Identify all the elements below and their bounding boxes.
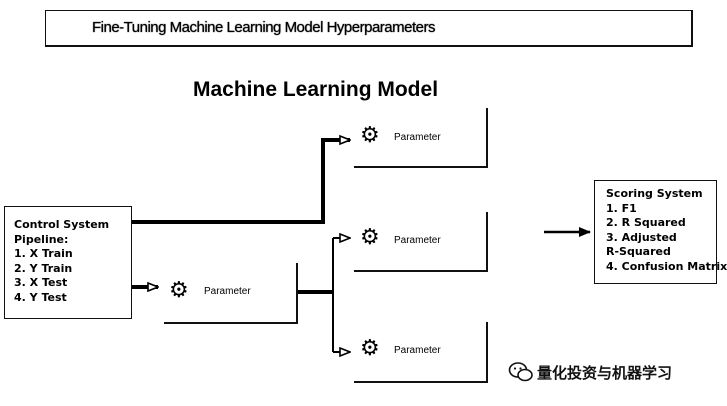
scoring-system-text: Scoring System 1. F1 2. R Squared 3. Adj…	[606, 187, 727, 274]
banner-title: Fine-Tuning Machine Learning Model Hyper…	[92, 19, 435, 36]
scoring-system-box	[594, 180, 717, 284]
control-line: 2. Y Train	[14, 261, 73, 275]
control-line: Control System	[14, 218, 110, 231]
control-line: 3. X Test	[14, 276, 68, 289]
parameter-box-left	[164, 263, 298, 324]
scoring-line: 3. Adjusted	[606, 230, 677, 244]
scoring-line: 1. F1	[606, 201, 637, 215]
title-banner	[45, 10, 693, 47]
parameter-label-middle: Parameter	[394, 235, 441, 246]
control-line: 4. Y Test	[14, 290, 67, 304]
parameter-box-middle	[354, 212, 488, 272]
gear-icon: ⚙	[360, 122, 380, 147]
parameter-label-bottom: Parameter	[394, 345, 441, 356]
gear-icon: ⚙	[360, 224, 380, 249]
connector-control-to-param-top	[132, 140, 350, 224]
parameter-label-left: Parameter	[204, 286, 251, 297]
control-system-box	[4, 206, 132, 319]
model-title: Machine Learning Model	[193, 78, 439, 101]
scoring-line: Scoring System	[606, 187, 703, 200]
gear-icon: ⚙	[360, 335, 380, 360]
control-line: 1. X Train	[14, 247, 73, 260]
control-line: Pipeline:	[14, 232, 69, 246]
scoring-line: 2. R Squared	[606, 216, 686, 229]
parameter-label-top: Parameter	[394, 132, 441, 143]
parameter-box-bottom	[354, 322, 488, 383]
parameter-box-top	[354, 108, 488, 168]
control-system-text: Control System Pipeline: 1. X Train 2. Y…	[14, 218, 109, 305]
watermark-text: 量化投资与机器学习	[537, 365, 673, 382]
scoring-line: 4. Confusion Matrix	[606, 259, 727, 273]
scoring-line: R-Squared	[606, 245, 671, 258]
wechat-icon	[508, 362, 533, 382]
gear-icon: ⚙	[169, 277, 189, 302]
